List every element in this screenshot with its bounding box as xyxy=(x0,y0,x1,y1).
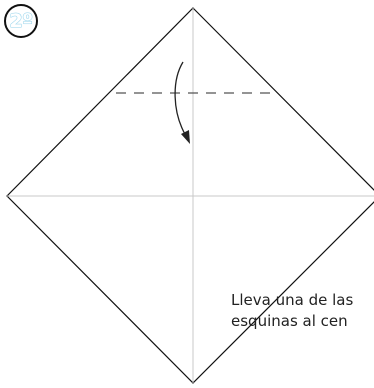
arrow-head xyxy=(181,130,190,144)
curved-arrow-down-icon xyxy=(174,61,187,137)
step-number-label: 2º xyxy=(9,10,33,33)
instruction-text: Lleva una de las esquinas al cen xyxy=(231,291,354,330)
step-number-badge: 2º xyxy=(4,4,38,38)
